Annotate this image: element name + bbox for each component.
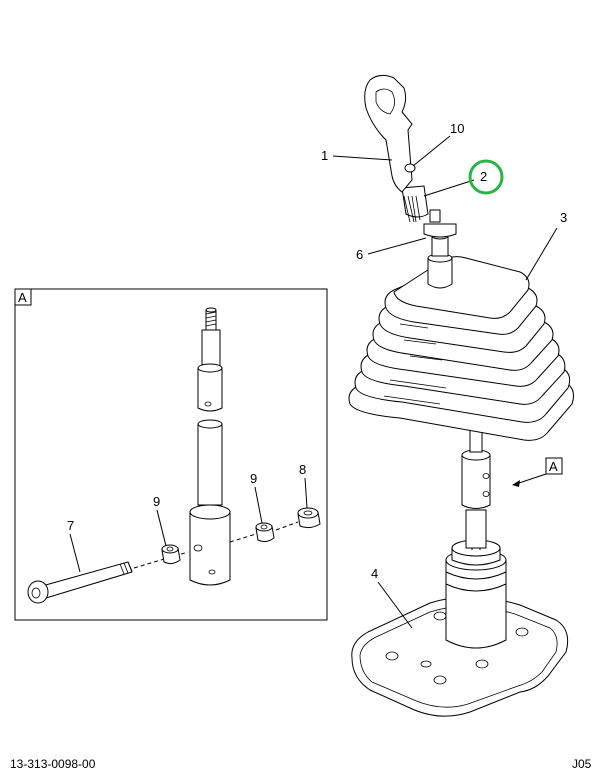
svg-text:9: 9 bbox=[250, 471, 257, 486]
svg-text:4: 4 bbox=[371, 566, 378, 581]
callout-4: 4 bbox=[371, 566, 413, 629]
svg-text:1: 1 bbox=[321, 148, 328, 163]
base-pedestal bbox=[445, 539, 507, 649]
callout-3: 3 bbox=[525, 210, 567, 281]
callout-1: 1 bbox=[321, 148, 393, 163]
svg-text:8: 8 bbox=[299, 462, 306, 477]
upper-shaft bbox=[423, 209, 457, 289]
svg-text:A: A bbox=[18, 290, 27, 305]
svg-text:A: A bbox=[549, 459, 558, 474]
svg-text:7: 7 bbox=[67, 518, 74, 533]
svg-text:9: 9 bbox=[153, 494, 160, 509]
part-number: 13-313-0098-00 bbox=[10, 757, 96, 771]
callout-2: 2 bbox=[423, 159, 504, 197]
detail-bushing-left bbox=[161, 544, 181, 565]
svg-text:2: 2 bbox=[480, 169, 487, 184]
detail-bushing-right bbox=[255, 522, 275, 543]
detail-view-a: A bbox=[14, 288, 328, 621]
callout-a7: 7 bbox=[67, 518, 81, 573]
page-code: J05 bbox=[572, 757, 592, 771]
rubber-boot bbox=[348, 256, 574, 441]
base-plate bbox=[351, 596, 569, 717]
callout-a9-right: 9 bbox=[250, 471, 263, 524]
svg-text:3: 3 bbox=[560, 210, 567, 225]
sleeve bbox=[401, 185, 429, 223]
callout-6: 6 bbox=[356, 237, 427, 262]
callout-a8: 8 bbox=[299, 462, 308, 509]
shift-handle bbox=[364, 74, 416, 193]
callout-10: 10 bbox=[412, 121, 464, 167]
svg-text:10: 10 bbox=[450, 121, 464, 136]
detail-bolt bbox=[27, 551, 189, 604]
detail-nut bbox=[297, 507, 321, 529]
highlight-circle bbox=[468, 159, 504, 195]
detail-shaft bbox=[189, 307, 231, 586]
callout-a9-left: 9 bbox=[153, 494, 167, 547]
svg-text:6: 6 bbox=[356, 247, 363, 262]
callout-a-main: A bbox=[512, 457, 563, 487]
